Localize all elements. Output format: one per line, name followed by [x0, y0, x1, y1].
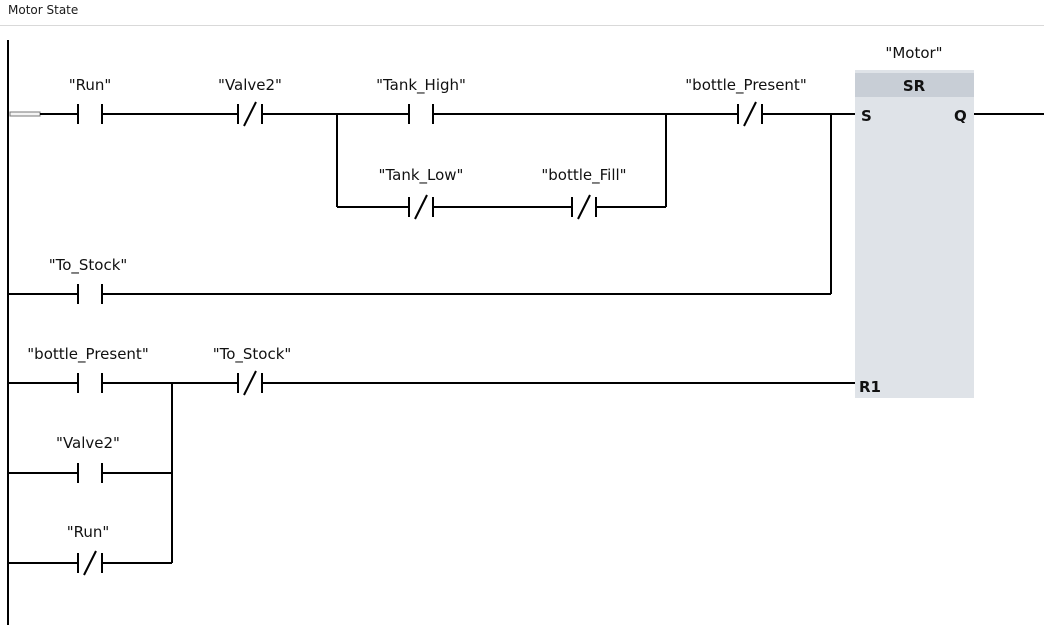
contact-bottle-present-nc[interactable]: "bottle_Present": [685, 76, 807, 127]
sr-block-name[interactable]: "Motor": [885, 44, 942, 62]
network-title-bar: Motor State: [0, 0, 1044, 26]
contact-label: "Run": [67, 523, 110, 541]
sr-block-type: SR: [903, 77, 926, 95]
contact-valve2-nc[interactable]: "Valve2": [218, 76, 282, 127]
contact-label: "bottle_Present": [685, 76, 806, 95]
contact-tank-low-nc[interactable]: "Tank_Low": [379, 166, 464, 220]
contact-bottle-present[interactable]: "bottle_Present": [27, 345, 149, 393]
contact-run-nc[interactable]: "Run": [66, 523, 110, 576]
contact-label: "Run": [69, 76, 112, 94]
network-title[interactable]: Motor State: [8, 3, 79, 17]
sr-block-body[interactable]: [855, 70, 974, 398]
rung-start-marker: [9, 111, 41, 117]
contact-label: "To_Stock": [213, 345, 292, 364]
contact-label: "bottle_Fill": [541, 166, 626, 185]
contact-tank-high[interactable]: "Tank_High": [376, 76, 466, 124]
contact-run[interactable]: "Run": [69, 76, 112, 124]
sr-pin-s: S: [861, 107, 872, 125]
contact-label: "To_Stock": [49, 256, 128, 275]
contact-label: "Tank_Low": [379, 166, 464, 185]
sr-pin-q: Q: [954, 107, 967, 125]
sr-pin-r1: R1: [859, 378, 881, 396]
contact-label: "Tank_High": [376, 76, 466, 95]
contact-label: "Valve2": [56, 434, 120, 452]
contact-valve2[interactable]: "Valve2": [56, 434, 120, 483]
contact-label: "bottle_Present": [27, 345, 148, 364]
contact-to-stock-nc[interactable]: "To_Stock": [213, 345, 292, 396]
sr-block-header: [855, 73, 974, 97]
contact-label: "Valve2": [218, 76, 282, 94]
contact-to-stock[interactable]: "To_Stock": [49, 256, 128, 304]
contact-bottle-fill-nc[interactable]: "bottle_Fill": [541, 166, 627, 220]
